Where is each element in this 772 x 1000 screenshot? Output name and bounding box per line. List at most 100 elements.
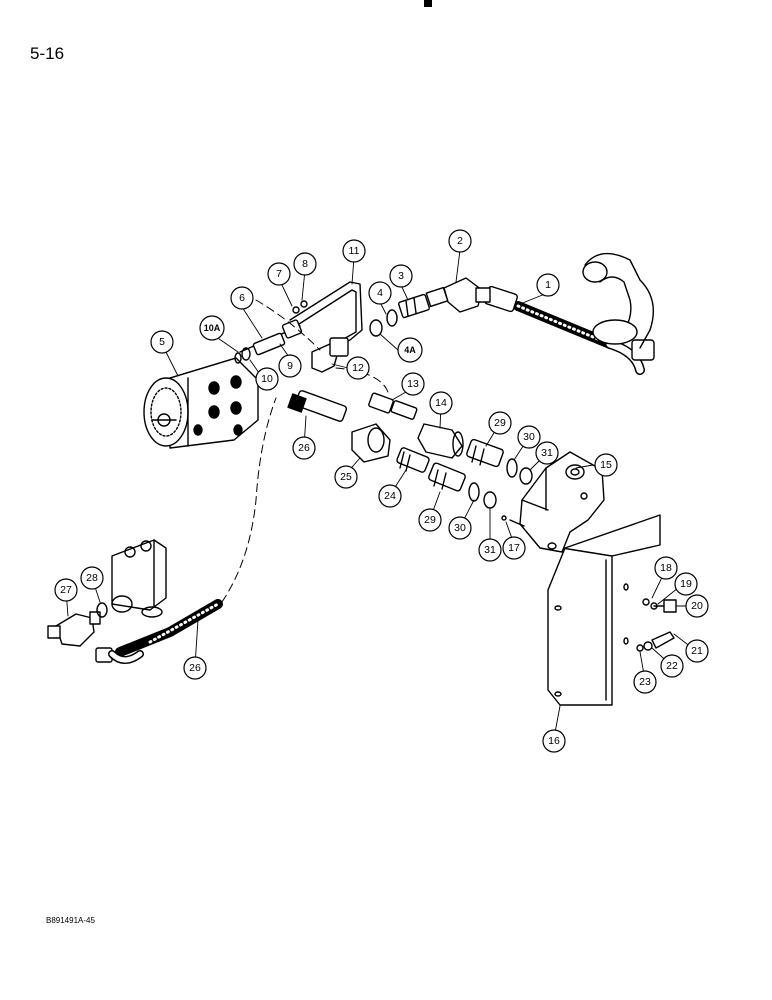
callout-label-31-upper: 31 <box>541 447 553 459</box>
callout-31-upper <box>535 441 559 465</box>
callout-10 <box>255 367 279 391</box>
callout-label-13: 13 <box>407 378 419 390</box>
callout-5 <box>150 330 174 354</box>
callout-labels: 1 2 3 4 4A 5 6 7 8 9 10 10A 11 12 13 14 … <box>60 235 703 747</box>
callout-label-3: 3 <box>398 270 404 282</box>
callout-29-lower <box>418 508 442 532</box>
callout-26-upper <box>292 436 316 460</box>
callout-label-18: 18 <box>660 562 672 574</box>
hose-fitting-part-26-upper <box>287 390 348 422</box>
elbow-fitting-part-27 <box>47 611 101 647</box>
figure-code: B891491A-45 <box>46 916 95 925</box>
elbow-fitting-part-2 <box>425 277 491 313</box>
callout-28 <box>80 566 104 590</box>
callout-9 <box>278 354 302 378</box>
o-ring-part-28 <box>96 602 108 618</box>
callout-29-upper <box>488 411 512 435</box>
callout-16 <box>542 729 566 753</box>
elbow-tube <box>582 252 654 349</box>
callout-label-14: 14 <box>435 397 447 409</box>
callout-22 <box>660 654 684 678</box>
callout-label-19: 19 <box>680 578 692 590</box>
callout-label-12: 12 <box>352 362 364 374</box>
callout-label-11: 11 <box>349 245 360 257</box>
small-hardware-parts-17-23 <box>501 515 677 652</box>
callout-6 <box>230 286 254 310</box>
fitting-part-29-upper <box>466 438 504 468</box>
callout-21 <box>685 639 709 663</box>
adapter-part-13 <box>368 392 418 420</box>
o-ring-part-4a <box>369 319 383 337</box>
elbow-part-12 <box>311 337 349 373</box>
callout-label-15: 15 <box>600 459 612 471</box>
nut-part-14 <box>417 423 464 459</box>
callout-label-16: 16 <box>548 735 560 747</box>
callout-31-lower <box>478 538 502 562</box>
fitting-part-3 <box>398 293 430 319</box>
callout-13 <box>401 372 425 396</box>
page-number: 5-16 <box>30 44 65 63</box>
callout-label-10: 10 <box>261 373 273 385</box>
callout-label-25: 25 <box>340 471 352 483</box>
callout-label-22: 22 <box>666 660 678 672</box>
callout-label-2: 2 <box>457 235 463 247</box>
callout-label-20: 20 <box>691 600 703 612</box>
callout-label-17: 17 <box>508 542 520 554</box>
callout-label-30-lower: 30 <box>454 522 466 534</box>
callout-label-6: 6 <box>239 292 245 304</box>
callout-label-27: 27 <box>60 584 72 596</box>
callout-label-26-lower: 26 <box>189 662 201 674</box>
callout-30-upper <box>517 425 541 449</box>
callout-label-28: 28 <box>86 572 98 584</box>
fittings-parts-6-10 <box>234 300 308 364</box>
callout-label-31-lower: 31 <box>484 544 496 556</box>
callout-label-26-upper: 26 <box>298 442 310 454</box>
callout-label-9: 9 <box>287 360 293 372</box>
callout-26-lower <box>183 656 207 680</box>
callout-17 <box>502 536 526 560</box>
callout-3 <box>389 264 413 288</box>
washer-part-31-upper <box>519 467 533 485</box>
callout-label-10a: 10A <box>204 323 221 333</box>
hose-part-26-lower <box>95 599 223 664</box>
callout-4a <box>397 337 423 363</box>
callout-10a <box>199 315 225 341</box>
callout-label-21: 21 <box>691 645 703 657</box>
callout-12 <box>346 356 370 380</box>
callout-label-4: 4 <box>377 287 383 299</box>
callout-30-lower <box>448 516 472 540</box>
callout-label-4a: 4A <box>404 345 416 355</box>
callout-label-7: 7 <box>276 268 282 280</box>
fittings-parts-24-31-lower <box>396 447 497 509</box>
callout-18 <box>654 556 678 580</box>
callout-19 <box>674 572 698 596</box>
callout-24 <box>378 484 402 508</box>
valve-block-part-15 <box>519 451 605 553</box>
callout-label-1: 1 <box>545 279 551 291</box>
callout-label-23: 23 <box>639 676 651 688</box>
callout-8 <box>293 252 317 276</box>
callout-label-5: 5 <box>159 336 165 348</box>
routing-lines <box>221 299 389 603</box>
o-ring-part-4 <box>386 309 398 327</box>
callout-20 <box>685 594 709 618</box>
callout-11 <box>342 239 366 263</box>
callout-label-30-upper: 30 <box>523 431 535 443</box>
tube-part-11 <box>289 281 363 346</box>
callout-14 <box>429 391 453 415</box>
callout-7 <box>267 262 291 286</box>
callout-label-29-lower: 29 <box>424 514 436 526</box>
callout-label-29-upper: 29 <box>494 417 506 429</box>
o-ring-part-30-upper <box>506 458 518 478</box>
page-top-mark <box>424 0 432 7</box>
callout-balloons <box>54 229 709 753</box>
callout-label-8: 8 <box>302 258 308 270</box>
callout-label-24: 24 <box>384 490 396 502</box>
pump-body <box>111 539 167 618</box>
steering-motor-part-5 <box>143 357 259 449</box>
callout-4 <box>368 281 392 305</box>
bracket-part-16 <box>547 514 661 706</box>
callout-15 <box>594 453 618 477</box>
callout-1 <box>536 273 560 297</box>
